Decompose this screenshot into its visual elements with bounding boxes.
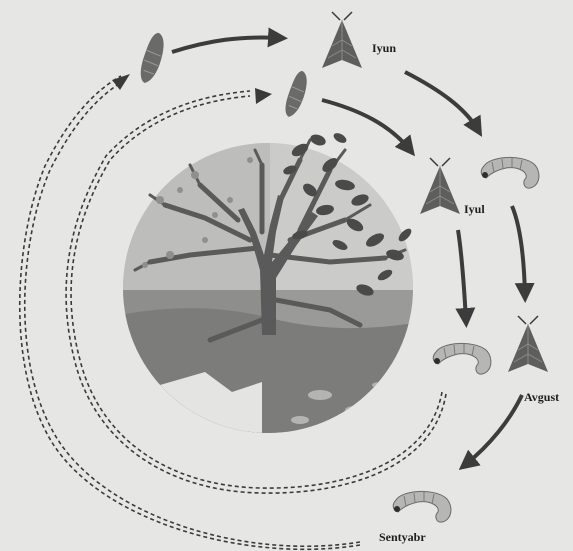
arrow-larva-to-moth-august bbox=[512, 206, 525, 295]
larva-icon bbox=[393, 491, 451, 522]
dashed-arrowhead-inner bbox=[255, 88, 272, 104]
label-june: Iyun bbox=[372, 41, 396, 56]
arrow-moth-august-to-larva bbox=[465, 395, 522, 465]
moth-icon bbox=[322, 12, 362, 68]
larva-icon bbox=[433, 343, 491, 374]
label-september: Sentyabr bbox=[379, 530, 426, 545]
label-august: Avgust bbox=[524, 390, 559, 405]
tree-seasons-circle bbox=[120, 131, 420, 440]
moth-icon bbox=[420, 158, 460, 214]
larva-icon bbox=[481, 157, 539, 188]
arrow-moth-july-to-larva bbox=[458, 230, 466, 320]
arrow-moth-june-to-larva bbox=[405, 72, 478, 130]
moth-icon bbox=[508, 316, 548, 372]
arrow-pupa1-to-moth-june bbox=[172, 38, 280, 52]
pupa-icon bbox=[283, 69, 311, 119]
arrow-pupa2-to-moth-july bbox=[322, 100, 410, 150]
label-july: Iyul bbox=[464, 202, 485, 217]
pupa-icon bbox=[137, 31, 167, 86]
quadrant-top-right bbox=[270, 140, 420, 290]
